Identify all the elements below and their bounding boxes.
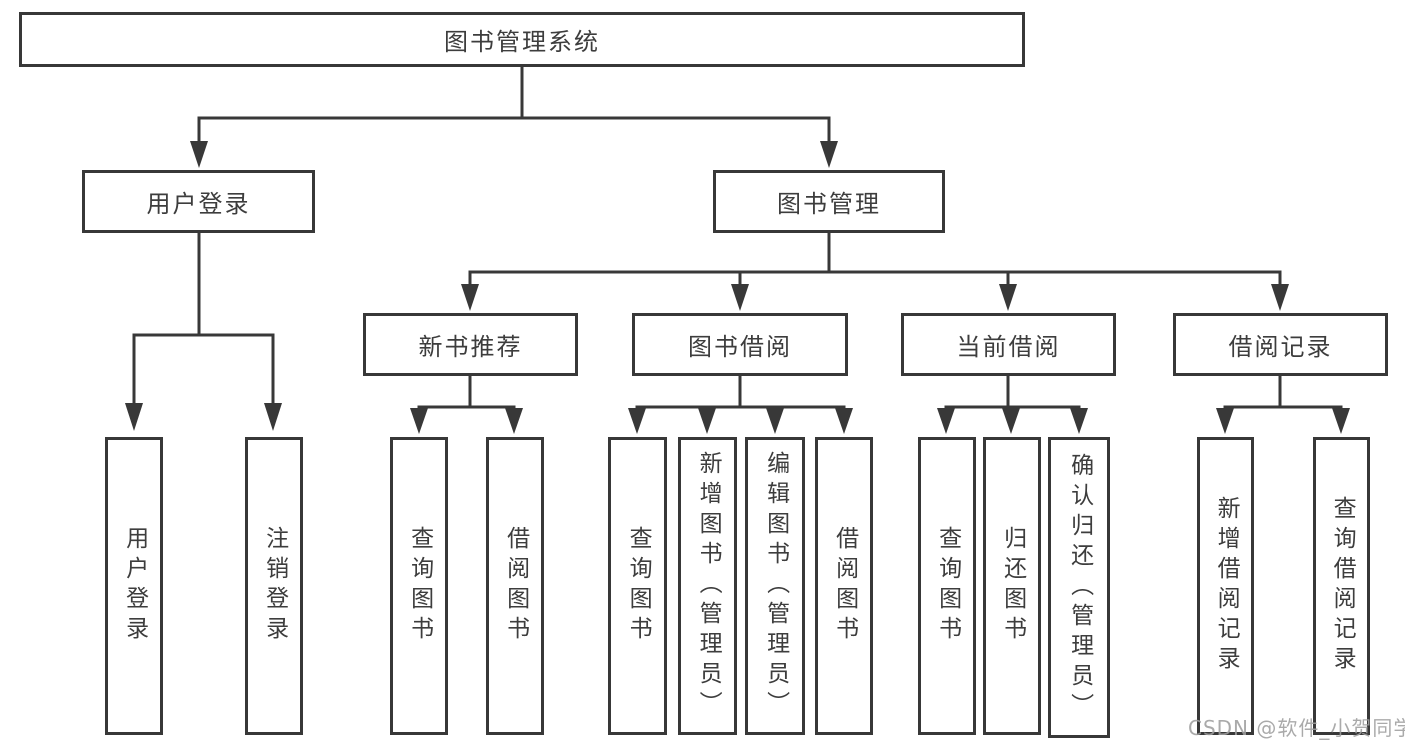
leaf-login-logout: 注销登录 bbox=[245, 437, 303, 735]
node-label: 用户登录 bbox=[121, 526, 148, 646]
arrowhead-icon bbox=[820, 141, 838, 168]
node-borrow-records: 借阅记录 bbox=[1173, 313, 1388, 376]
arrowhead-icon bbox=[835, 408, 853, 434]
arrowhead-icon bbox=[1070, 408, 1088, 434]
arrowhead-icon bbox=[190, 141, 208, 168]
arrowhead-icon bbox=[264, 403, 282, 431]
arrowhead-icon bbox=[1216, 408, 1234, 434]
node-book-management: 图书管理 bbox=[713, 170, 945, 233]
node-user-login: 用户登录 bbox=[82, 170, 315, 233]
node-current-borrow: 当前借阅 bbox=[901, 313, 1116, 376]
node-label: 编辑图书（管理员） bbox=[762, 451, 789, 721]
arrowhead-icon bbox=[125, 403, 143, 431]
leaf-records-add-borrow-record: 新增借阅记录 bbox=[1197, 437, 1254, 735]
leaf-current-query-book: 查询图书 bbox=[918, 437, 976, 735]
leaf-current-return-book: 归还图书 bbox=[983, 437, 1041, 735]
arrowhead-icon bbox=[698, 408, 716, 434]
node-label: 确认归还（管理员） bbox=[1066, 452, 1093, 723]
node-new-book-recommend: 新书推荐 bbox=[363, 313, 578, 376]
arrowhead-icon bbox=[461, 284, 479, 311]
node-label: 查询图书 bbox=[625, 526, 652, 646]
node-label: 新书推荐 bbox=[418, 333, 523, 361]
leaf-records-query-borrow-record: 查询借阅记录 bbox=[1313, 437, 1370, 735]
arrowhead-icon bbox=[731, 284, 749, 311]
node-label: 借阅记录 bbox=[1228, 333, 1333, 361]
csdn-watermark: CSDN @软件_小贺同学 bbox=[1188, 716, 1405, 740]
node-label: 图书管理系统 bbox=[444, 28, 600, 56]
node-label: 借阅图书 bbox=[502, 526, 529, 646]
arrowhead-icon bbox=[1332, 408, 1350, 434]
leaf-borrow-add-book-admin: 新增图书（管理员） bbox=[678, 437, 737, 735]
leaf-login-user-login: 用户登录 bbox=[105, 437, 163, 735]
arrowhead-icon bbox=[937, 408, 955, 434]
node-label: 新增图书（管理员） bbox=[695, 451, 722, 721]
node-label: 用户登录 bbox=[146, 190, 251, 218]
arrowhead-icon bbox=[766, 408, 784, 434]
node-root-system: 图书管理系统 bbox=[19, 12, 1025, 67]
arrowhead-icon bbox=[505, 408, 523, 434]
node-label: 查询借阅记录 bbox=[1329, 496, 1356, 676]
arrowhead-icon bbox=[628, 408, 646, 434]
leaf-borrow-borrow-book: 借阅图书 bbox=[815, 437, 873, 735]
arrowhead-icon bbox=[410, 408, 428, 434]
node-label: 当前借阅 bbox=[956, 333, 1061, 361]
node-label: 借阅图书 bbox=[831, 526, 858, 646]
node-label: 查询图书 bbox=[934, 526, 961, 646]
leaf-borrow-query-book: 查询图书 bbox=[608, 437, 667, 735]
arrowhead-icon bbox=[1002, 408, 1020, 434]
arrowhead-icon bbox=[999, 284, 1017, 311]
node-label: 图书管理 bbox=[777, 190, 881, 218]
node-label: 图书借阅 bbox=[688, 333, 792, 361]
node-label: 查询图书 bbox=[406, 526, 433, 646]
leaf-current-confirm-return-admin: 确认归还（管理员） bbox=[1048, 437, 1110, 738]
node-label: 归还图书 bbox=[999, 526, 1026, 646]
leaf-recommend-borrow-book: 借阅图书 bbox=[486, 437, 544, 735]
leaf-recommend-query-book: 查询图书 bbox=[390, 437, 448, 735]
node-label: 注销登录 bbox=[261, 526, 288, 646]
node-book-borrow: 图书借阅 bbox=[632, 313, 848, 376]
leaf-borrow-edit-book-admin: 编辑图书（管理员） bbox=[745, 437, 805, 735]
node-label: 新增借阅记录 bbox=[1213, 496, 1240, 676]
arrowhead-icon bbox=[1271, 284, 1289, 311]
